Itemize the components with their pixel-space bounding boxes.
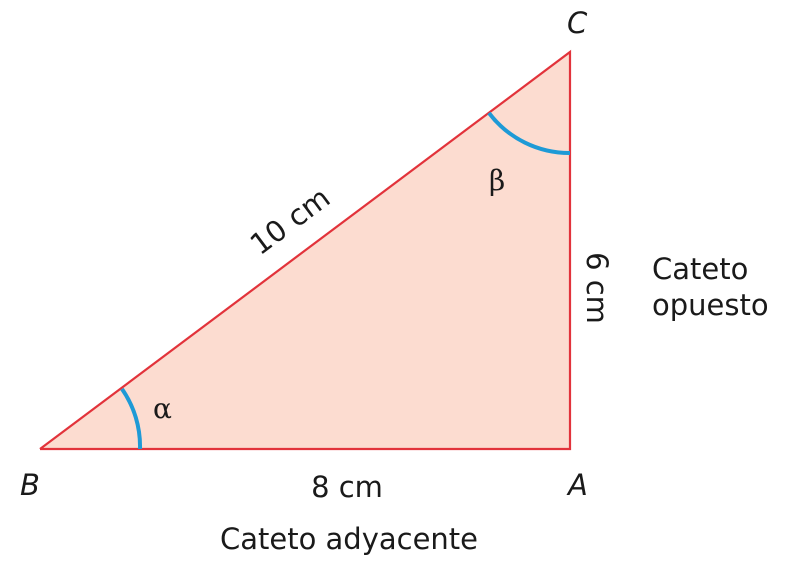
vertex-label-a: A [566,468,588,502]
angle-label-alpha: α [153,392,172,425]
adjacent-leg-caption: Cateto adyacente [220,522,478,556]
opposite-leg-caption-line1: Cateto [652,252,748,286]
angle-label-beta: β [489,164,505,197]
adjacent-length-label: 8 cm [311,470,383,504]
opposite-leg-caption-line2: opuesto [652,288,769,322]
opposite-length-label: 6 cm [580,252,614,324]
angle-beta-arc [487,111,571,156]
triangle-outline [39,49,572,451]
vertex-label-c: C [567,6,588,40]
angle-alpha-arc [120,387,143,450]
vertex-label-b: B [20,468,40,502]
